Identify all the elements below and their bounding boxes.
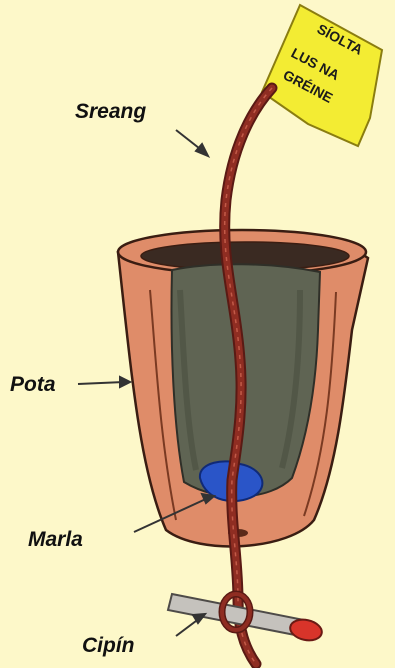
string-label: Sreang — [75, 100, 146, 124]
seed-flag: SÍOLTA LUS NA GRÉINE — [262, 5, 382, 146]
matchstick-label: Cipín — [82, 634, 135, 658]
pot-pointer-arrow — [78, 382, 124, 384]
plasticine-label: Marla — [28, 528, 83, 552]
pot-label: Pota — [10, 373, 56, 397]
